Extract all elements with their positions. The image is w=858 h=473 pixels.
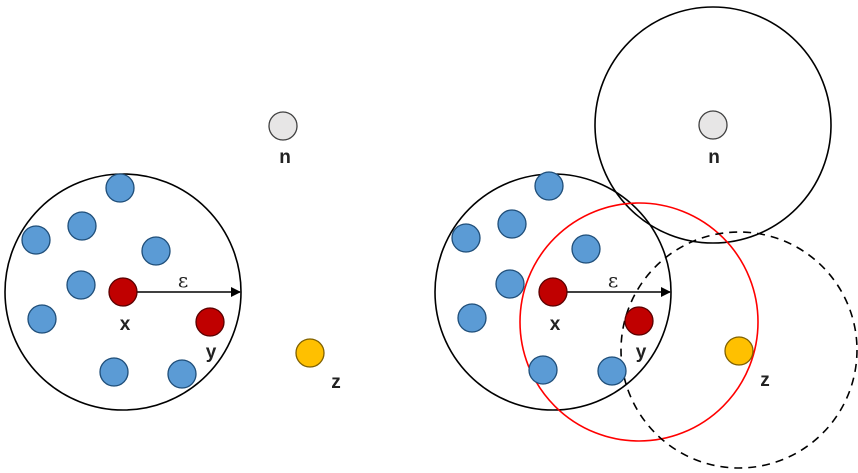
epsilon-label: ε bbox=[178, 268, 188, 292]
point-z bbox=[724, 336, 754, 366]
blue-point bbox=[534, 171, 564, 201]
point-n bbox=[698, 110, 728, 140]
blue-point bbox=[571, 234, 601, 264]
blue-point bbox=[597, 356, 627, 386]
point-n-label: n bbox=[279, 147, 291, 168]
blue-point bbox=[497, 209, 527, 239]
epsilon-neighborhood-z bbox=[620, 231, 858, 469]
point-z-label: z bbox=[331, 372, 341, 393]
blue-point bbox=[528, 355, 558, 385]
point-n bbox=[268, 111, 298, 141]
blue-point bbox=[21, 225, 51, 255]
point-y bbox=[624, 306, 654, 336]
blue-point bbox=[141, 236, 171, 266]
point-y-label: y bbox=[206, 342, 217, 363]
epsilon-label: ε bbox=[608, 268, 618, 292]
blue-point bbox=[66, 270, 96, 300]
blue-point bbox=[27, 304, 57, 334]
blue-point bbox=[167, 359, 197, 389]
point-z bbox=[295, 338, 325, 368]
blue-point bbox=[451, 223, 481, 253]
blue-point bbox=[457, 303, 487, 333]
point-z-label: z bbox=[760, 370, 770, 391]
blue-point bbox=[67, 211, 97, 241]
point-x bbox=[108, 277, 138, 307]
left-panel: ε x y z n bbox=[4, 111, 341, 411]
right-panel: ε x y z n bbox=[434, 6, 858, 469]
point-x-label: x bbox=[550, 314, 561, 335]
point-x bbox=[538, 277, 568, 307]
point-y bbox=[195, 307, 225, 337]
point-x-label: x bbox=[120, 314, 131, 335]
point-y-label: y bbox=[636, 342, 647, 363]
blue-point bbox=[495, 269, 525, 299]
point-n-label: n bbox=[708, 147, 720, 168]
epsilon-neighborhood-n bbox=[594, 6, 832, 244]
blue-point bbox=[99, 357, 129, 387]
blue-point bbox=[105, 173, 135, 203]
epsilon-neighborhood-y bbox=[519, 202, 759, 442]
